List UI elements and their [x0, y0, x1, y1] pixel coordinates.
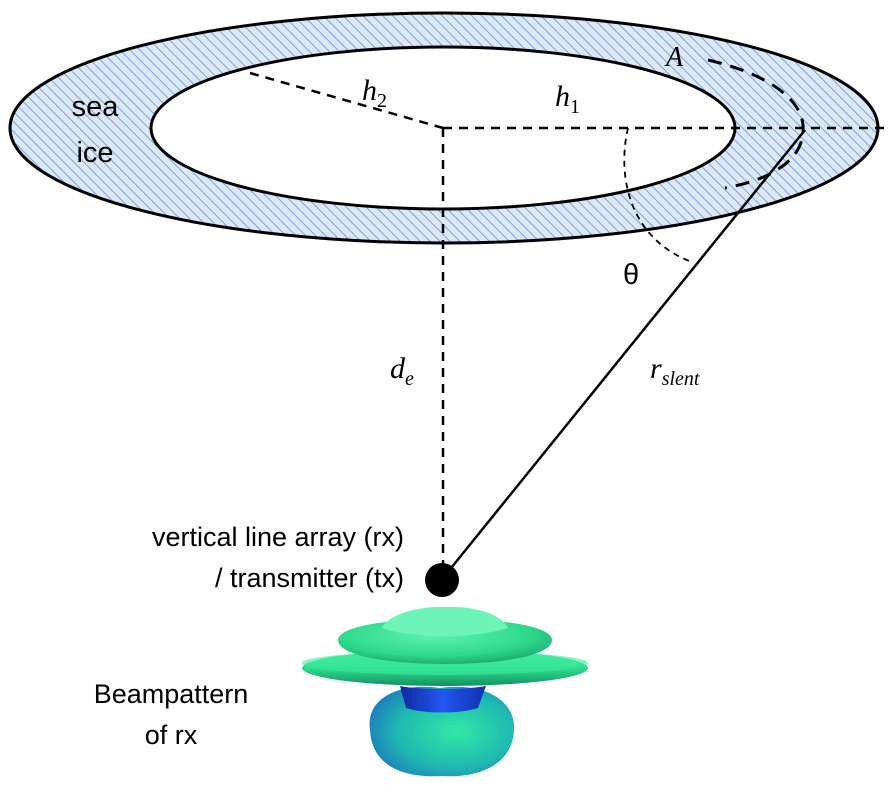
area-a-label: A — [664, 42, 684, 73]
theta-angle-arc — [623, 127, 693, 263]
h2-radius-line — [249, 71, 444, 130]
beampattern-shape — [302, 606, 588, 777]
h2-label: h2 — [362, 74, 387, 112]
beampattern-label-line2: of rx — [145, 720, 198, 750]
array-label-line1: vertical line array (rx) — [152, 522, 404, 552]
area-a-arc — [707, 58, 805, 190]
de-label: de — [390, 352, 414, 390]
sea-ice-ring — [10, 13, 878, 243]
r-slent-label: rslent — [650, 352, 700, 390]
slant-range-line — [442, 129, 806, 579]
sea-ice-label-line1: sea — [72, 91, 120, 123]
h1-label: h1 — [555, 80, 580, 118]
theta-label: θ — [623, 259, 639, 291]
array-transmitter-dot — [425, 563, 459, 597]
sea-ice-label-line2: ice — [76, 137, 113, 169]
beampattern-label-line1: Beampattern — [94, 679, 249, 709]
array-label-line2: / transmitter (tx) — [215, 563, 404, 593]
